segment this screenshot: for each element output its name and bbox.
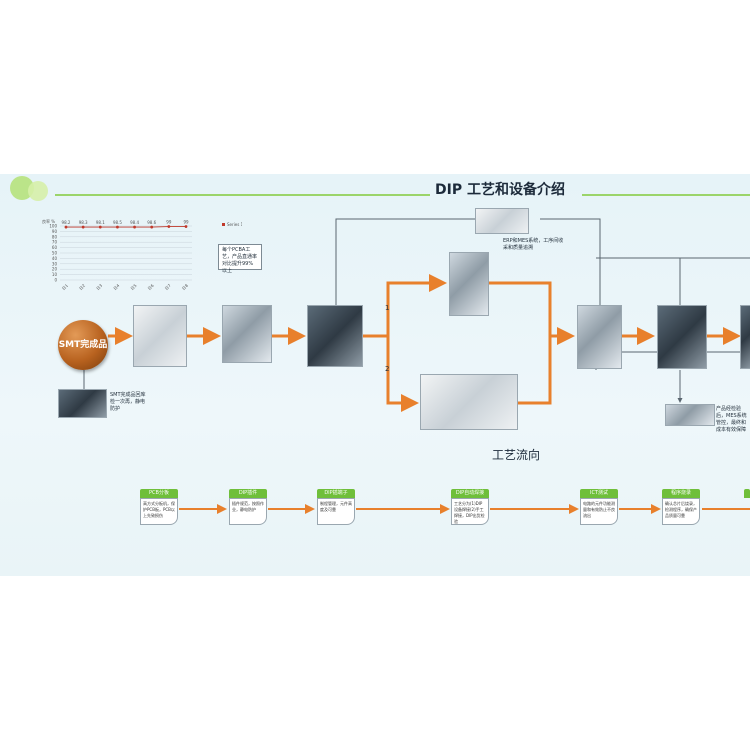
y-tick-label: 0 xyxy=(54,278,57,283)
product-inspection-photo xyxy=(665,404,715,426)
data-label: 98.2 xyxy=(62,220,71,225)
header-divider-left xyxy=(55,194,430,196)
step-dip-terminal: DIP插端子 制程管理，元件高度及可靠 xyxy=(317,489,355,527)
y-tick-label: 60 xyxy=(52,245,58,250)
header-divider-right xyxy=(582,194,750,196)
step-connectors xyxy=(179,504,750,514)
step-title: DIP自动焊接 xyxy=(451,489,489,498)
y-tick-label: 20 xyxy=(52,267,58,272)
smt-storage-photo xyxy=(58,389,107,418)
product-note: 产品经检验后，MES系统管控，最终和成本有效保障 xyxy=(716,406,747,433)
step-pcb-depaneling: PCB分板 高方式分板机，保护PCB板，PCB以上先致损伤 xyxy=(140,489,178,527)
programming-station-photo xyxy=(657,305,707,369)
branch-label-2: 2 xyxy=(385,365,390,373)
dip-operator-photo xyxy=(307,305,363,367)
data-point xyxy=(81,225,85,229)
y-tick-label: 30 xyxy=(52,261,58,266)
ict-test-machine-photo xyxy=(577,305,622,369)
data-point xyxy=(150,225,154,229)
smt-note: SMT完成品回库检一次再，静电防护 xyxy=(110,392,146,412)
x-tick-label: 日7 xyxy=(164,283,172,291)
data-label: 99 xyxy=(183,220,189,225)
data-label: 98.4 xyxy=(130,220,139,225)
dip-insert-photo xyxy=(222,305,272,363)
step-programming: 程序烧录 确认芯片后烧录，检测程序，确保产品质量可靠 xyxy=(662,489,700,527)
step-title: 程序烧录 xyxy=(662,489,700,498)
y-tick-label: 100 xyxy=(49,224,57,229)
y-tick-label: 50 xyxy=(52,251,58,256)
process-connectors xyxy=(83,216,750,412)
data-label: 98.1 xyxy=(96,220,105,225)
step-title: ICT测试 xyxy=(580,489,618,498)
x-tick-label: 日1 xyxy=(61,283,69,291)
step-description: 高方式分板机，保护PCB板，PCB以上先致损伤 xyxy=(140,498,178,525)
step-description: 工艺分为(1)DIP设备焊接(2)手工焊接，DIP出货检验 xyxy=(451,498,489,525)
flow-title: 工艺流向 xyxy=(492,448,541,462)
legend-label: Series 1 xyxy=(227,222,242,227)
data-point xyxy=(184,225,188,228)
x-tick-label: 日2 xyxy=(78,283,86,291)
next-station-photo xyxy=(740,305,750,369)
step-title: PCB分板 xyxy=(140,489,178,498)
step-description: 电路的元件功能测量和有效防止不良流出 xyxy=(580,498,618,525)
data-point xyxy=(133,225,136,229)
step-description: 确认芯片后烧录，检测程序，确保产品质量可靠 xyxy=(662,498,700,525)
data-label: 98.6 xyxy=(147,220,156,225)
data-label: 98.3 xyxy=(79,220,88,225)
series-line xyxy=(66,226,186,228)
pcba-note: 每个PCBA工艺，产品直通率对比提升99%以上 xyxy=(218,244,262,274)
slide-title: DIP 工艺和设备介绍 xyxy=(435,182,565,198)
y-tick-label: 10 xyxy=(52,272,58,277)
data-point xyxy=(167,225,171,228)
x-tick-label: 日8 xyxy=(181,283,189,291)
y-tick-label: 90 xyxy=(52,229,58,234)
data-label: 99 xyxy=(166,220,172,225)
step-ict-test: ICT测试 电路的元件功能测量和有效防止不良流出 xyxy=(580,489,618,527)
decorative-circles xyxy=(10,176,48,201)
erp-mes-computer-photo xyxy=(475,208,529,234)
smt-finished-node: SMT完成品 xyxy=(58,320,108,370)
x-tick-label: 日5 xyxy=(129,283,137,291)
step-dip-insertion: DIP插件 插件规范，按照作业，静电防护 xyxy=(229,489,267,527)
branch-label-1: 1 xyxy=(385,304,390,312)
step-title: DIP插件 xyxy=(229,489,267,498)
selective-solder-machine-photo xyxy=(449,252,489,316)
erp-note: ERP和MES系统，工序间收采和质量追溯 xyxy=(503,238,564,251)
y-axis-label: 良率 % xyxy=(42,218,55,224)
data-point xyxy=(64,225,68,229)
y-tick-label: 40 xyxy=(52,256,58,261)
step-title: DIP插端子 xyxy=(317,489,355,498)
y-tick-label: 80 xyxy=(52,234,58,239)
legend-swatch xyxy=(222,223,225,226)
step-description: 制程管理，元件高度及可靠 xyxy=(317,498,355,525)
data-point xyxy=(116,225,119,229)
y-tick-label: 70 xyxy=(52,240,58,245)
wave-solder-machine-photo xyxy=(420,374,518,430)
step-dip-soldering: DIP自动焊接 工艺分为(1)DIP设备焊接(2)手工焊接，DIP出货检验 xyxy=(451,489,489,527)
x-tick-label: 日3 xyxy=(95,283,103,291)
step-next xyxy=(744,489,750,527)
pcb-depaneling-machine-photo xyxy=(133,305,187,367)
x-tick-label: 日4 xyxy=(112,283,120,291)
data-label: 98.5 xyxy=(113,220,122,225)
data-point xyxy=(98,225,102,229)
x-tick-label: 日6 xyxy=(147,283,155,291)
step-description: 插件规范，按照作业，静电防护 xyxy=(229,498,267,525)
